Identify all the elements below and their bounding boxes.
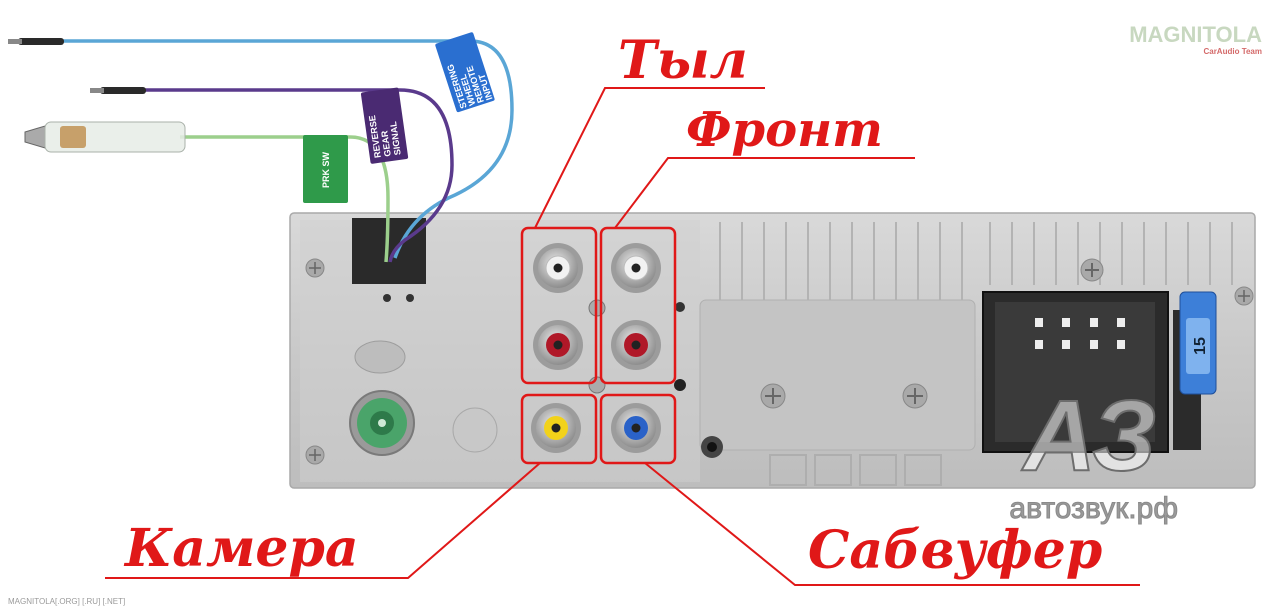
frame-camera [520, 393, 598, 465]
screw-icon [760, 383, 786, 409]
rca-rear-left [533, 243, 583, 293]
wire-end-green [24, 121, 186, 153]
screw-icon [902, 383, 928, 409]
screw-icon [305, 258, 325, 278]
bottom-ribs [769, 454, 942, 486]
svg-text:PRK SW: PRK SW [321, 151, 331, 188]
rca-front-right [611, 320, 661, 370]
svg-text:MAGNITOLA: MAGNITOLA [1129, 22, 1262, 47]
indicator-hole [383, 294, 391, 302]
green-input-port [349, 390, 415, 456]
indicator-hole [674, 379, 686, 391]
round-cover [452, 407, 498, 453]
callout-camera: Камера [123, 518, 359, 579]
svg-text:GEAR: GEAR [379, 130, 393, 158]
wires [60, 39, 514, 263]
fuse-rating: 15 [1192, 337, 1209, 355]
indicator-hole [675, 302, 685, 312]
footer-watermark: MAGNITOLA[.ORG] [.RU] [.NET] [8, 597, 125, 606]
callout-rear: Тыл [618, 30, 748, 91]
fuse: 15 [1179, 291, 1217, 395]
svg-text:CarAudio Team: CarAudio Team [1203, 47, 1262, 56]
svg-text:SIGNAL: SIGNAL [388, 120, 403, 156]
blank-cap [354, 340, 406, 374]
site-watermark: автозвук.рф [1009, 492, 1178, 525]
wire-tag-parking: PRK SW [303, 135, 348, 203]
wire-tag-reverse: REVERSE GEAR SIGNAL [360, 87, 409, 164]
screw-icon [305, 445, 325, 465]
aux-jack [701, 436, 723, 458]
screw-icon [1080, 258, 1104, 282]
wire-end-blue [8, 38, 64, 45]
rca-camera [531, 403, 581, 453]
frame-rear [520, 226, 598, 385]
wire-end-purple [90, 87, 146, 94]
callout-leaders [105, 87, 1140, 586]
frame-subwoofer [599, 393, 677, 465]
callout-front: Фронт [686, 102, 883, 158]
rca-subwoofer [611, 403, 661, 453]
screw-icon [1234, 286, 1254, 306]
indicator-hole [406, 294, 414, 302]
rca-front-left [611, 243, 661, 293]
cooling-fins [719, 222, 1233, 300]
callout-subwoofer: Сабвуфер [808, 520, 1102, 581]
magnitola-logo: MAGNITOLA CarAudio Team [1129, 22, 1262, 56]
frame-front [599, 226, 677, 385]
iso-connector [982, 291, 1201, 453]
az-watermark: АЗ [1021, 380, 1157, 492]
callout-frames [520, 226, 677, 465]
rca-rear-right [533, 320, 583, 370]
